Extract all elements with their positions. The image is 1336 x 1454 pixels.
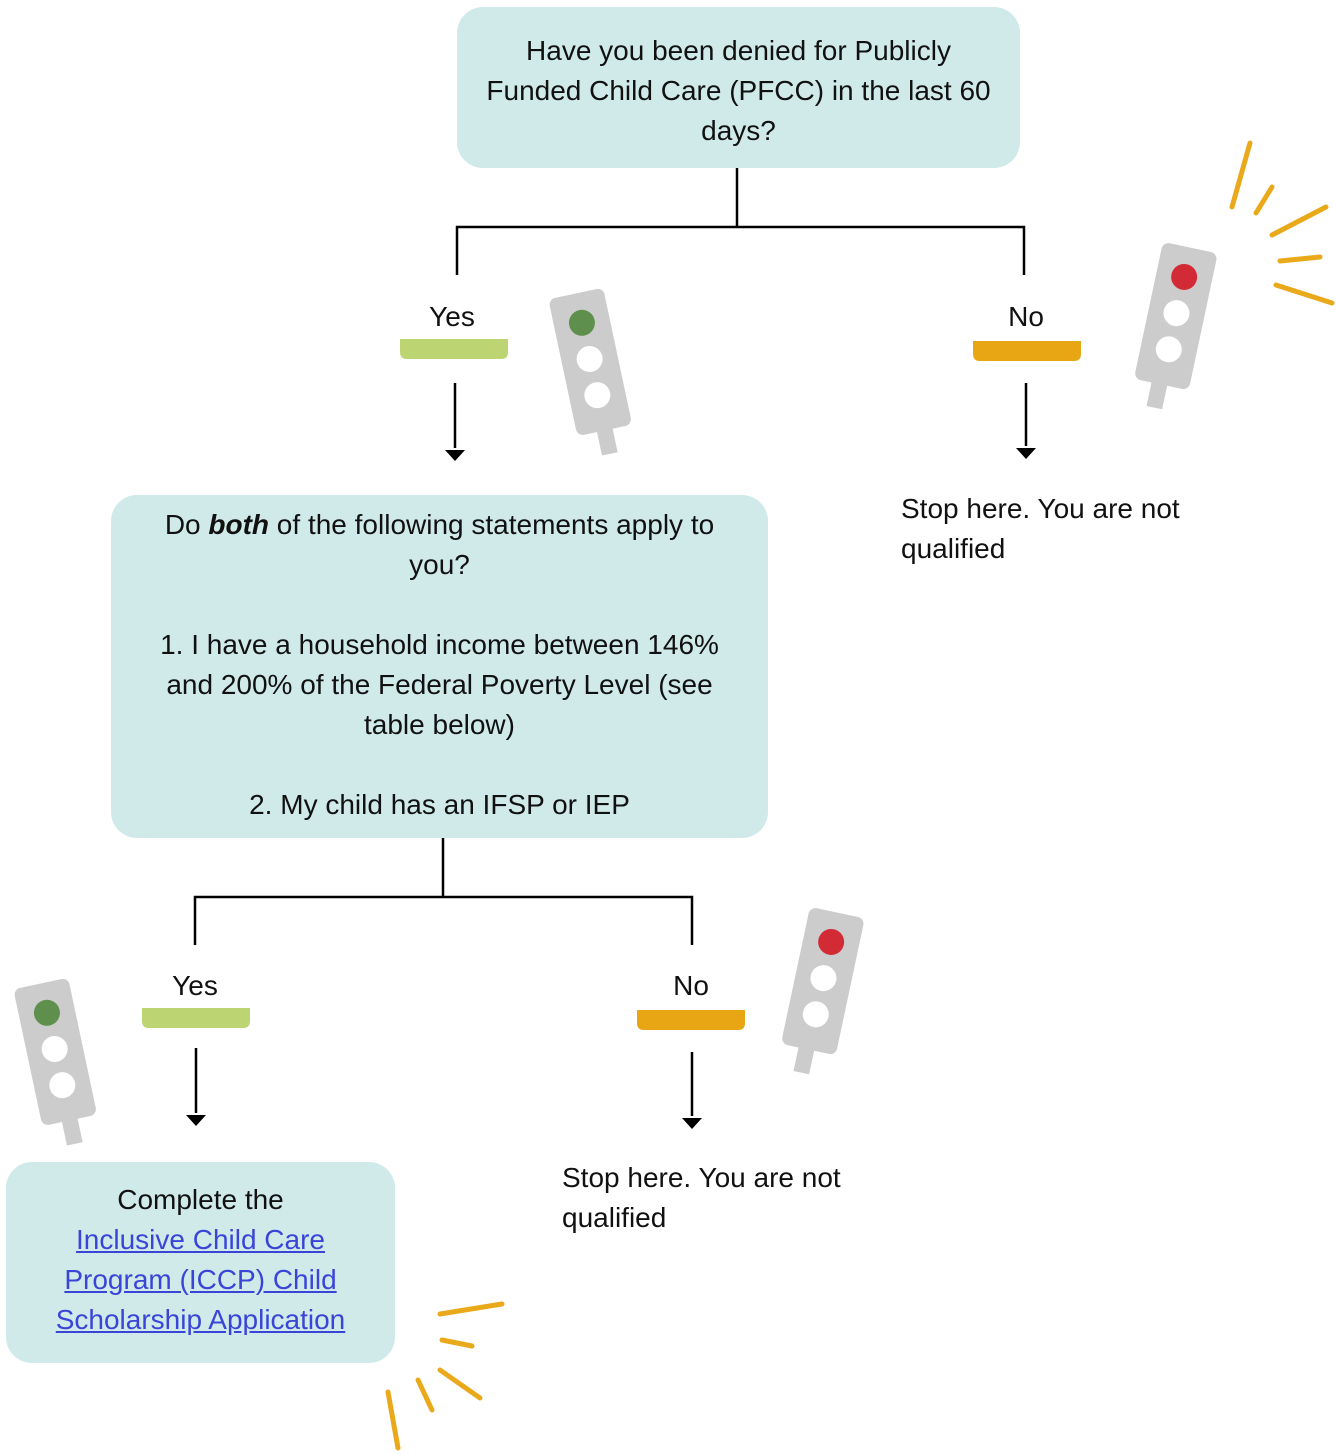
final-action-box: Complete the Inclusive Child Care Progra… [6,1162,395,1363]
arrowhead [682,1118,702,1129]
arrowhead [186,1115,206,1126]
traffic-light-green-icon [549,288,631,456]
no-bar [637,1010,745,1030]
iccp-application-link[interactable]: Inclusive Child Care Program (ICCP) Chil… [55,1224,346,1335]
connector-q2-branch [193,895,694,945]
question-1-box: Have you been denied for Publicly Funded… [457,7,1020,168]
yes-bar [142,1008,250,1028]
traffic-light-red-icon [782,908,864,1075]
question-2-intro: Do both of the following statements appl… [164,509,715,580]
traffic-light-green-icon [14,978,96,1146]
yes-bar [400,339,508,359]
statement-1: 1. I have a household income between 146… [160,629,719,740]
no-bar [973,341,1081,361]
q2-no-label: No [673,970,709,1001]
q2-yes-label: Yes [172,970,218,1001]
statement-2: 2. My child has an IFSP or IEP [249,789,630,820]
question-2-box: Do both of the following statements appl… [111,495,768,838]
arrowhead [1016,448,1036,459]
traffic-light-red-icon [1135,243,1217,410]
final-text: Complete the [117,1184,284,1215]
q2-no-outcome: Stop here. You are not qualified [562,1162,841,1233]
arrowhead [445,450,465,461]
sparkle-burst-icon [385,1301,505,1451]
q1-yes-label: Yes [429,301,475,332]
sparkle-burst-icon [1229,140,1335,306]
q1-no-outcome: Stop here. You are not qualified [901,493,1180,564]
q1-no-label: No [1008,301,1044,332]
connector-q1-branch [455,225,1026,275]
emphasis-both: both [208,509,270,540]
question-1-text: Have you been denied for Publicly Funded… [486,35,991,146]
